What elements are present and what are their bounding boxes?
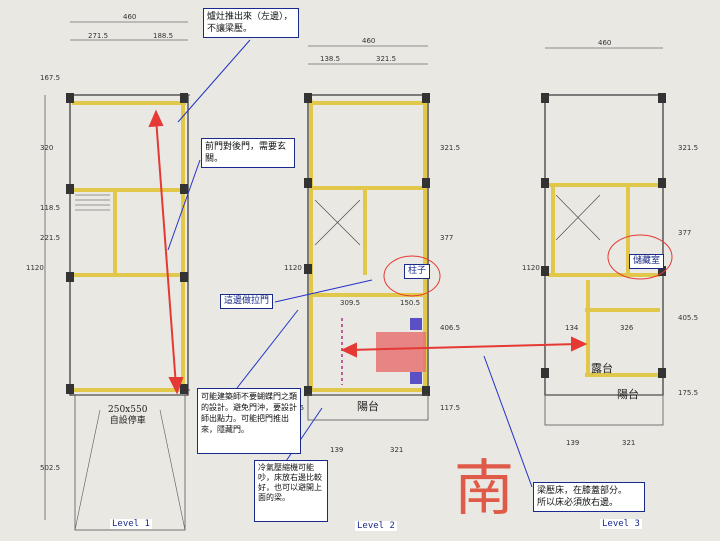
l1-side-2: 118.5 bbox=[40, 204, 60, 212]
l2-dim-top: 460 bbox=[362, 37, 375, 45]
l2-side-1: 377 bbox=[440, 234, 453, 242]
level-1-axis-arrow bbox=[155, 117, 177, 387]
callout-lines bbox=[167, 39, 533, 488]
level-1-stairs bbox=[75, 194, 110, 211]
l1-side-4: 1120 bbox=[26, 264, 44, 272]
l1-side-0: 167.5 bbox=[40, 74, 60, 82]
l3-mid-1: 326 bbox=[620, 324, 634, 332]
l3-bottom-1: 321 bbox=[622, 439, 635, 447]
l2-dim-b: 321.5 bbox=[376, 55, 396, 63]
l2-bottom-1: 321 bbox=[390, 446, 403, 454]
storage-circle bbox=[607, 234, 673, 280]
l1-dim-top: 460 bbox=[123, 13, 136, 21]
l3-side-4: 1120 bbox=[522, 264, 540, 272]
l3-side-1: 377 bbox=[678, 229, 691, 237]
l3-side-0: 321.5 bbox=[678, 144, 698, 152]
arrow-head-right bbox=[571, 336, 588, 352]
level-2-nightstand-a bbox=[410, 318, 422, 330]
l3-bottom-0: 139 bbox=[566, 439, 579, 447]
note-stove: 爐灶推出來（左邊），不讓梁壓。 bbox=[203, 8, 299, 38]
level-2-label: Level 2 bbox=[355, 521, 397, 531]
level-2-bed bbox=[376, 332, 426, 372]
l2-mid-1: 150.5 bbox=[400, 299, 420, 307]
l1-side-3: 221.5 bbox=[40, 234, 60, 242]
room-parking: 250x550 自設停車 bbox=[108, 405, 148, 426]
l2-bottom-0: 139 bbox=[330, 446, 343, 454]
room-altar: 露台 bbox=[591, 362, 613, 375]
l3-side-3: 175.5 bbox=[678, 389, 698, 397]
level-2-3-arrow bbox=[349, 343, 579, 351]
level-1-pillars bbox=[66, 93, 188, 394]
note-front-door: 前門對後門，需要玄關。 bbox=[201, 138, 295, 168]
room-balcony-3: 陽台 bbox=[617, 388, 639, 401]
level-3-pillars bbox=[541, 93, 666, 378]
room-balcony-2: 陽台 bbox=[357, 400, 379, 413]
l2-dim-a: 138.5 bbox=[320, 55, 340, 63]
l2-side-2: 406.5 bbox=[440, 324, 460, 332]
l2-side-0: 321.5 bbox=[440, 144, 460, 152]
note-architect: 可能建築師不要蝴蝶門之類的設計。避免門沖，要設計師出點力。可能把門推出來，隱藏門… bbox=[197, 388, 301, 454]
level-2-nightstand-b bbox=[410, 372, 422, 384]
level-3-walls bbox=[548, 183, 660, 377]
south-mark: 南 bbox=[454, 454, 514, 524]
l2-side-3: 117.5 bbox=[440, 404, 460, 412]
l3-dim-top: 460 bbox=[598, 39, 611, 47]
arrow-head-up bbox=[148, 109, 164, 128]
red-arrows bbox=[148, 109, 588, 395]
note-sliding-door: 這邊做拉門 bbox=[220, 294, 274, 309]
l2-mid-0: 309.5 bbox=[340, 299, 360, 307]
level-3-label: Level 3 bbox=[600, 519, 642, 529]
pillar-circle bbox=[383, 255, 441, 297]
l1-side-5: 502.5 bbox=[40, 464, 60, 472]
note-beam-bed: 梁壓床，在膝蓋部分。 所以床必須放右邊。 bbox=[533, 482, 645, 512]
note-storage: 儲藏室 bbox=[629, 254, 665, 269]
level-2-plan: 460 138.5 321.5 309.5 150.5 321.5 377 40… bbox=[284, 37, 460, 454]
arrow-head-left bbox=[340, 342, 357, 358]
level-1-plan: 460 271.5 188.5 167.5 320 118.5 221.5 11… bbox=[26, 13, 190, 531]
note-ac-compressor: 冷氣壓縮機可能吵，床放右邊比較好，也可以避開上面的梁。 bbox=[254, 460, 328, 522]
level-3-plan: 460 321.5 377 405.5 175.5 1120 134 326 1… bbox=[522, 39, 698, 447]
l1-dim-a: 271.5 bbox=[88, 32, 108, 40]
level-2-stairs bbox=[314, 199, 361, 246]
arrow-head-down bbox=[168, 377, 184, 395]
l3-mid-0: 134 bbox=[565, 324, 579, 332]
level-1-label: Level 1 bbox=[110, 519, 152, 529]
note-pillar: 柱子 bbox=[404, 264, 431, 279]
level-3-stairs bbox=[555, 194, 601, 241]
l1-dim-b: 188.5 bbox=[153, 32, 173, 40]
l3-side-2: 405.5 bbox=[678, 314, 698, 322]
l2-side-4: 1120 bbox=[284, 264, 302, 272]
l1-side-1: 320 bbox=[40, 144, 53, 152]
